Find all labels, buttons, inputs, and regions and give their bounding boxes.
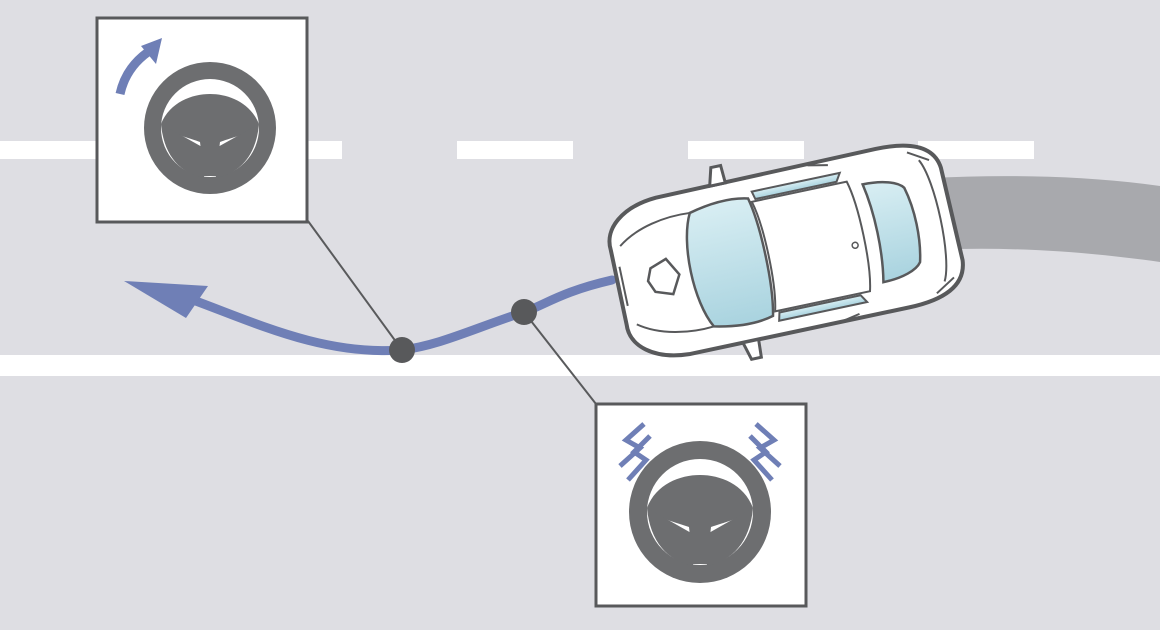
steering-wheel-icon — [144, 62, 276, 194]
steering-wheel-icon — [629, 441, 771, 583]
panel-vibration-warning — [596, 404, 806, 606]
solid-lane-line — [0, 355, 1160, 376]
path-marker-vibrate — [511, 299, 537, 325]
path-marker-steer — [389, 337, 415, 363]
panel-steer-assist — [97, 18, 307, 222]
